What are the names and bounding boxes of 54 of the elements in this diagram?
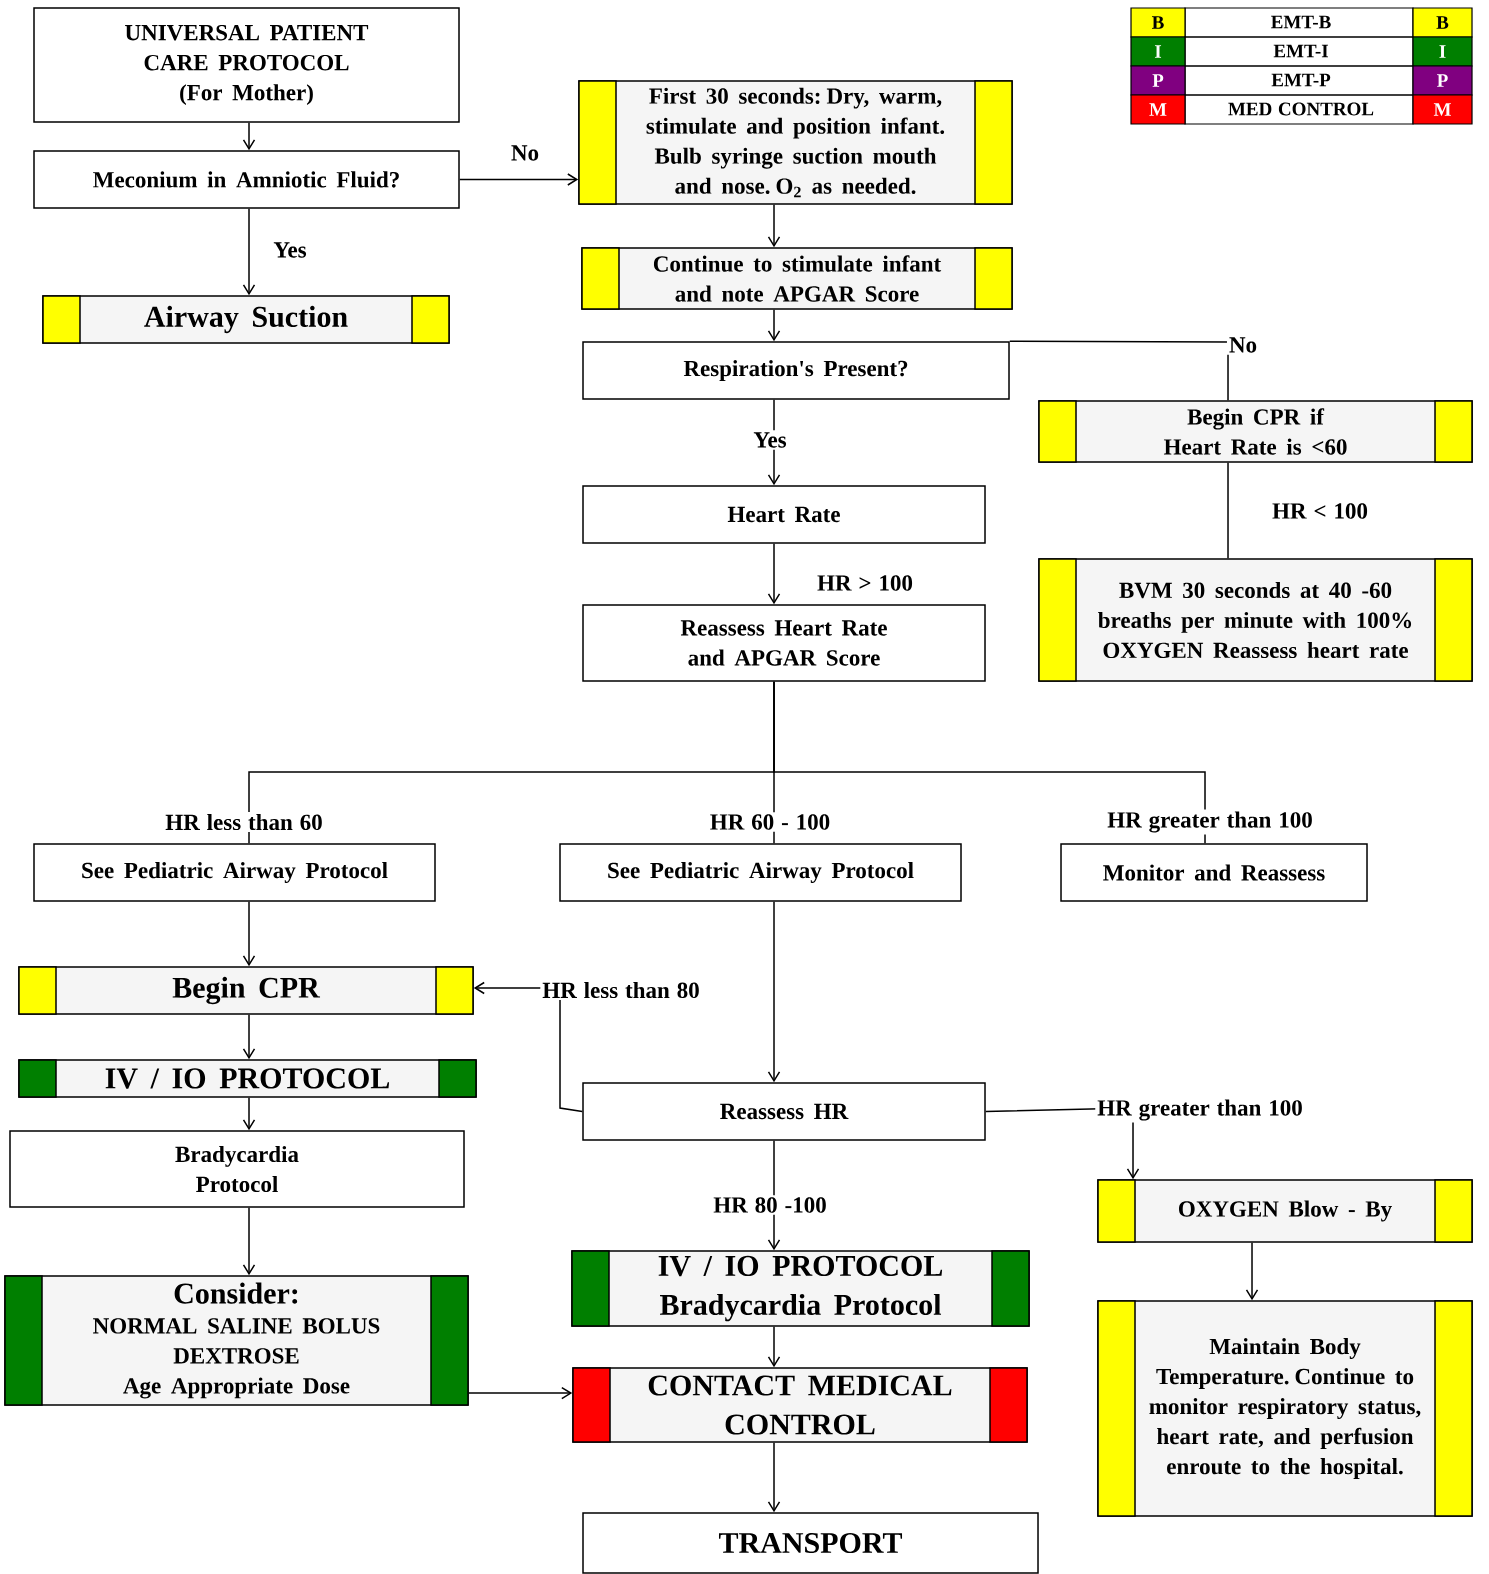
process-box: UNIVERSAL PATIENT CARE PROTOCOL (For Mother) bbox=[33, 7, 460, 123]
process-box: IV / IO PROTOCOL bbox=[18, 1059, 477, 1098]
arrow bbox=[242, 208, 256, 296]
decision-box: Meconium in Amniotic Fluid? bbox=[33, 150, 460, 209]
edge-label: HR less than 80 bbox=[540, 979, 702, 1001]
process-box: Reassess Heart Rate and APGAR Score bbox=[582, 604, 986, 682]
edge-label: HR 60 - 100 bbox=[707, 812, 833, 832]
arrow bbox=[767, 309, 781, 342]
arrow bbox=[242, 122, 256, 151]
legend-cell: EMT-P bbox=[1184, 65, 1414, 96]
process-box: TRANSPORT bbox=[582, 1512, 1039, 1574]
arrow bbox=[767, 204, 781, 248]
arrow bbox=[1245, 1242, 1259, 1301]
process-box: Begin CPR if Heart Rate is <60 bbox=[1038, 400, 1473, 463]
edge-label: HR < 100 bbox=[1270, 501, 1370, 521]
arrow bbox=[242, 901, 256, 967]
edge-label: HR less than 60 bbox=[163, 811, 325, 833]
arrow bbox=[242, 1014, 256, 1060]
process-box: IV / IO PROTOCOL Bradycardia Protocol bbox=[571, 1250, 1030, 1327]
arrow bbox=[767, 1326, 781, 1368]
arrow bbox=[767, 1442, 781, 1513]
legend-cell: EMT-I bbox=[1184, 36, 1414, 67]
arrow bbox=[459, 173, 579, 186]
process-box: Bradycardia Protocol bbox=[9, 1130, 465, 1208]
edge-label: Yes bbox=[271, 240, 309, 260]
process-box: See Pediatric Airway Protocol bbox=[33, 843, 436, 902]
process-box: CONTACT MEDICAL CONTROL bbox=[572, 1367, 1028, 1443]
legend-cell: EMT-B bbox=[1184, 7, 1414, 38]
process-box: Reassess HR bbox=[582, 1082, 986, 1141]
arrow bbox=[767, 901, 781, 1083]
process-box: First 30 seconds: Dry, warm, stimulate and position infant. Bulb syringe suction mouth and nose. O$_{2}$ as needed. bbox=[578, 80, 1013, 205]
process-box: BVM 30 seconds at 40 -60 breaths per minute with 100% OXYGEN Reassess heart rate bbox=[1038, 558, 1473, 682]
edge-label: No bbox=[508, 143, 542, 163]
arrow bbox=[242, 1097, 256, 1131]
legend-cell: MED CONTROL bbox=[1184, 94, 1414, 125]
process-box: OXYGEN Blow - By bbox=[1097, 1179, 1473, 1243]
process-box: Continue to stimulate infant and note APGAR Score bbox=[581, 247, 1013, 310]
decision-box: Respiration's Present? bbox=[582, 341, 1010, 400]
process-box: Airway Suction bbox=[42, 295, 450, 344]
process-box: Begin CPR bbox=[18, 966, 474, 1015]
process-box: Maintain Body Temperature. Continue to monitor respiratory status, heart rate, and perfusion enroute to the hospital. bbox=[1097, 1300, 1473, 1517]
process-box: Consider: NORMAL SALINE BOLUS DEXTROSE Age Appropriate Dose bbox=[4, 1275, 469, 1406]
process-box: See Pediatric Airway Protocol bbox=[559, 843, 962, 902]
edge-label: No bbox=[1226, 335, 1260, 355]
process-box: Heart Rate bbox=[582, 485, 986, 544]
edge-label: Yes bbox=[751, 430, 789, 450]
arrow bbox=[242, 1207, 256, 1276]
edge-label: HR greater than 100 bbox=[1095, 1097, 1305, 1123]
edge-label: HR > 100 bbox=[815, 573, 915, 593]
edge-label: HR 80 -100 bbox=[711, 1195, 829, 1215]
arrow bbox=[767, 543, 781, 605]
arrow bbox=[468, 1386, 573, 1400]
edge-label: HR greater than 100 bbox=[1105, 809, 1315, 835]
process-box: Monitor and Reassess bbox=[1060, 843, 1368, 902]
